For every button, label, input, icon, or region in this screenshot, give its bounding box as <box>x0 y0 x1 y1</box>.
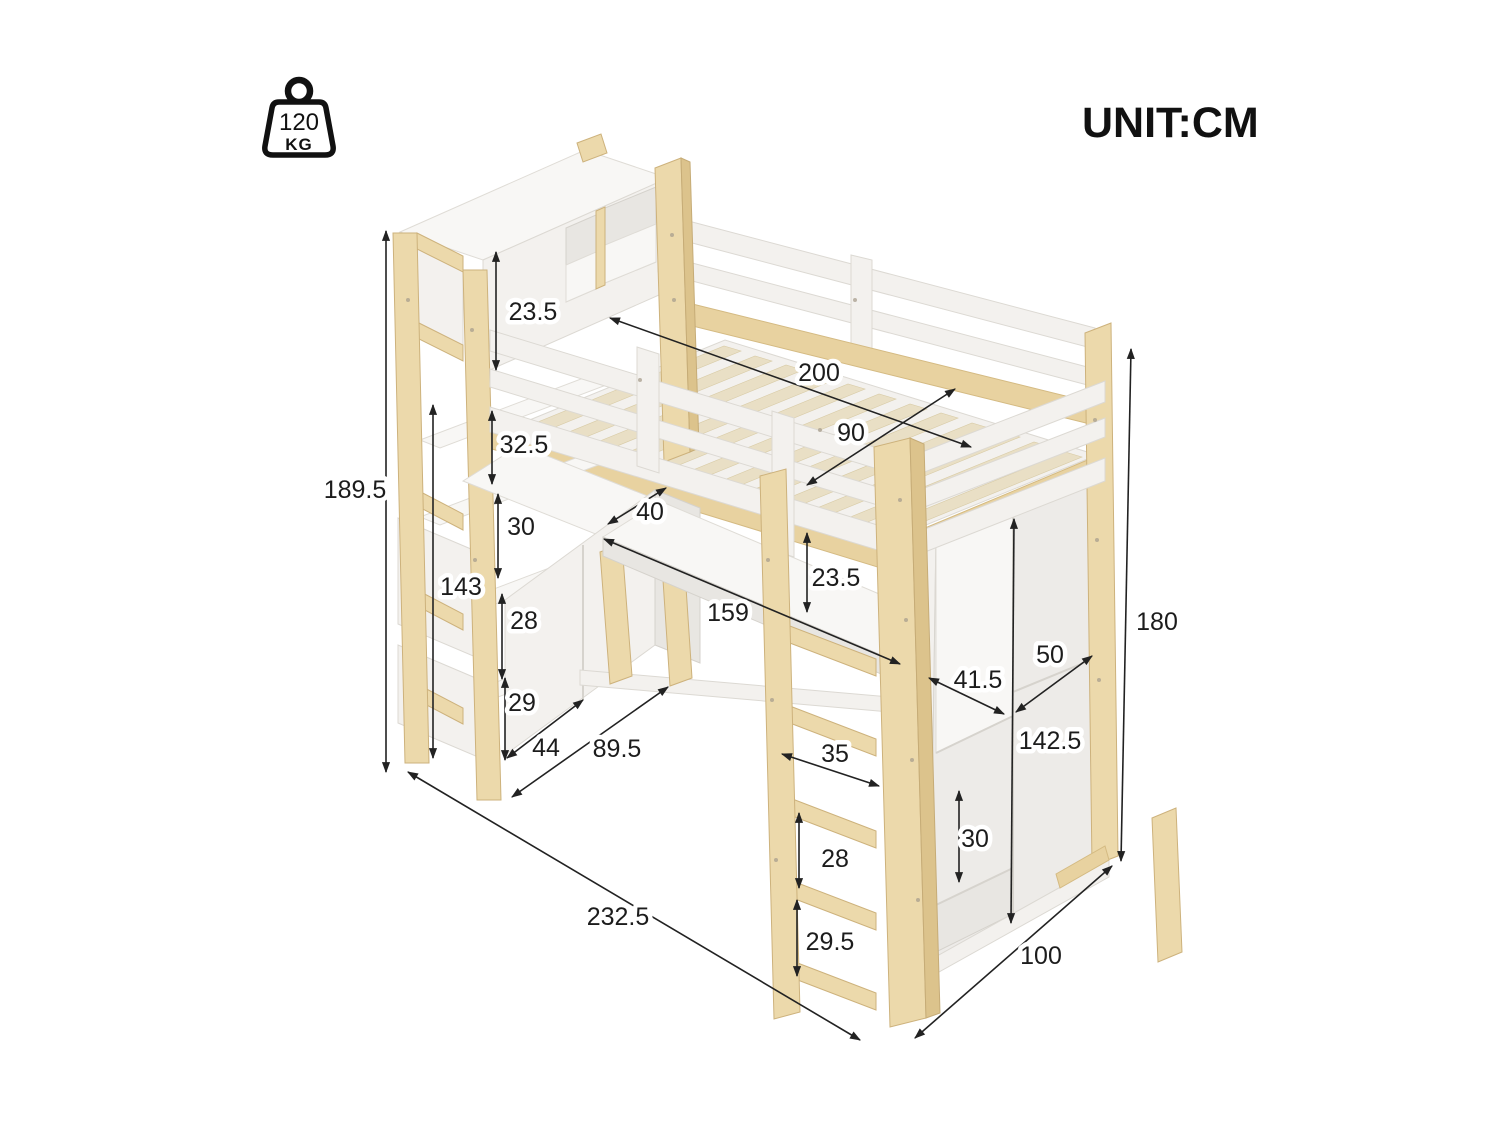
dim-wardrobe-depth-2: 50 <box>1015 637 1093 713</box>
dim-bed-length: 200 <box>608 317 973 448</box>
weight-handle-icon <box>284 76 314 106</box>
svg-text:142.5: 142.5 <box>1019 727 1082 755</box>
svg-text:29: 29 <box>508 689 536 717</box>
dim-shelf-gap-3: 28 <box>497 592 542 681</box>
dim-shelf-gap-2: 30 <box>493 492 539 580</box>
svg-text:23.5: 23.5 <box>509 298 558 326</box>
svg-text:30: 30 <box>507 513 535 541</box>
svg-text:35: 35 <box>821 740 849 768</box>
dim-overall-length: 232.5 <box>407 771 861 1041</box>
dim-overall-depth: 100 <box>914 865 1113 1039</box>
svg-text:189.5: 189.5 <box>324 476 387 504</box>
dim-headboard-shelf-height: 23.5 <box>491 250 562 372</box>
svg-text:41.5: 41.5 <box>954 666 1003 694</box>
svg-text:180: 180 <box>1136 608 1178 636</box>
svg-text:40: 40 <box>636 498 664 526</box>
dim-wardrobe-depth-1: 41.5 <box>928 662 1007 715</box>
dimension-annotations: 23.5 200 90 40 159 23.5 32.5 30 <box>319 229 1182 1041</box>
svg-text:100: 100 <box>1020 942 1062 970</box>
svg-text:232.5: 232.5 <box>587 903 650 931</box>
svg-text:200: 200 <box>798 359 840 387</box>
dim-desk-depth: 40 <box>607 487 668 531</box>
svg-text:23.5: 23.5 <box>812 564 861 592</box>
dim-cabinet-section-width-2: 89.5 <box>511 686 669 798</box>
svg-text:29.5: 29.5 <box>806 928 855 956</box>
dim-under-rail-clearance: 23.5 <box>802 531 865 614</box>
weight-capacity-icon: 120 KG <box>262 76 336 158</box>
dim-rung-gap-1: 28 <box>794 811 853 890</box>
weight-value: 120 <box>279 109 319 136</box>
svg-text:44: 44 <box>532 734 560 762</box>
svg-text:32.5: 32.5 <box>500 431 549 459</box>
unit-label: UNIT:CM <box>1082 99 1259 147</box>
svg-text:50: 50 <box>1036 641 1064 669</box>
svg-text:30: 30 <box>961 825 989 853</box>
dim-frame-height: 180 <box>1117 347 1182 863</box>
dim-ladder-rung-width: 35 <box>780 736 881 787</box>
weight-body-icon <box>262 99 336 158</box>
dim-desk-length: 159 <box>602 538 902 665</box>
loft-bed-illustration <box>392 133 1183 1028</box>
dim-shelf-gap-1: 32.5 <box>487 409 553 486</box>
svg-text:28: 28 <box>510 607 538 635</box>
dim-tower-lower-height: 143 <box>428 403 486 760</box>
dim-overall-height: 189.5 <box>319 229 391 774</box>
svg-text:89.5: 89.5 <box>593 735 642 763</box>
dim-wardrobe-height: 142.5 <box>1007 517 1086 925</box>
top-storage-shelf <box>398 133 670 374</box>
dim-bed-width: 90 <box>806 388 956 486</box>
svg-text:159: 159 <box>707 599 749 627</box>
weight-unit: KG <box>285 135 313 154</box>
svg-text:143: 143 <box>440 573 482 601</box>
dim-wardrobe-shelf-height: 30 <box>954 789 993 884</box>
foot-guard-rail <box>921 380 1106 553</box>
dim-rung-gap-2: 29.5 <box>792 898 859 978</box>
svg-text:28: 28 <box>821 845 849 873</box>
svg-text:90: 90 <box>837 419 865 447</box>
